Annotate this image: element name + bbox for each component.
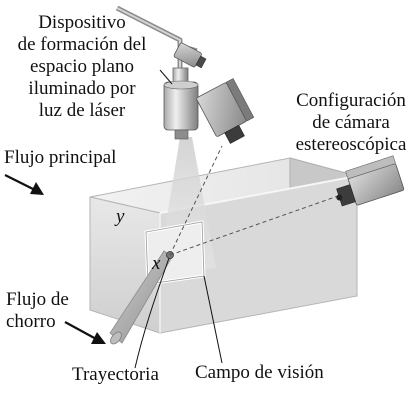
stereo-camera-label: Configuración de cámara estereoscópica [284, 90, 418, 156]
axis-x-label: x [152, 253, 161, 274]
stereo-camera-2 [336, 155, 405, 207]
laser-device [163, 67, 199, 140]
stereo-camera-label-line-2: de cámara [312, 112, 390, 133]
stereo-camera-1 [196, 78, 255, 144]
camera2-sight-line [169, 195, 339, 256]
stereo-camera-label-line-3: estereoscópica [295, 134, 407, 155]
jet-flow-arrow [64, 321, 106, 344]
field-of-view-label: Campo de visión [195, 362, 324, 383]
axis-y-label: y [116, 206, 125, 227]
laser-device-label-line-1: Dispositivo [38, 12, 126, 33]
jet-flow-label-line-1: Flujo de [6, 289, 69, 310]
small-camera-icon [173, 42, 207, 69]
main-flow-label: Flujo principal [4, 147, 117, 168]
fov-label-leader [203, 275, 223, 364]
laser-device-label-line-2: de formación del [17, 34, 147, 55]
stereo-camera-label-line-1: Configuración [296, 90, 406, 111]
laser-device-label-line-4: iluminado por [28, 78, 136, 99]
jet-flow-label-line-2: chorro [6, 311, 56, 332]
laser-device-label: Dispositivo de formación del espacio pla… [8, 12, 156, 122]
jet-flow-label: Flujo de chorro [6, 289, 69, 333]
flow-channel [89, 157, 358, 334]
trajectory-label: Trayectoria [72, 364, 159, 385]
laser-label-leader [159, 69, 173, 85]
main-flow-arrow [4, 174, 44, 195]
laser-device-label-line-5: luz de láser [38, 100, 126, 121]
trajectory-curve [134, 254, 171, 369]
camera1-sight-line [169, 145, 223, 256]
laser-device-label-line-3: espacio plano [30, 56, 134, 77]
